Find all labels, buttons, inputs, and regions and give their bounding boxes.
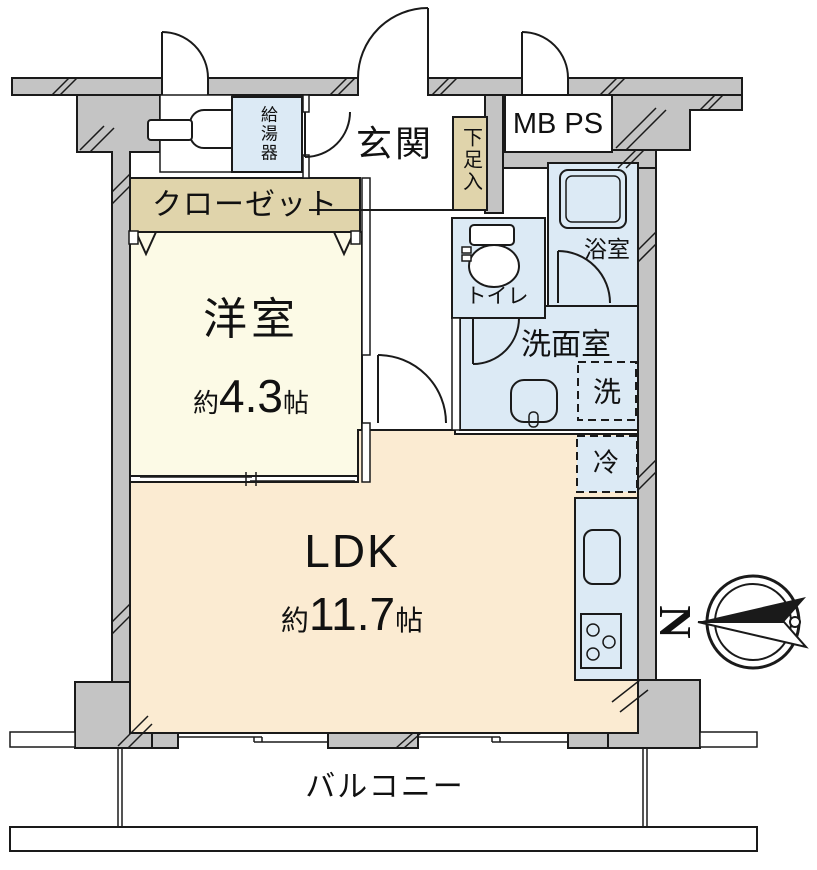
room-bathroom	[547, 162, 639, 307]
door-washroom	[472, 317, 520, 365]
label-western-room-size: 約4.3帖	[193, 369, 309, 422]
closet-fold-marks	[128, 230, 361, 257]
western-room-slider	[140, 472, 355, 486]
balcony-window-right	[417, 733, 569, 748]
refrigerator-space-box	[576, 435, 638, 493]
room-ldk	[129, 429, 639, 734]
label-compass-north: N	[650, 605, 702, 639]
door-western-room	[377, 354, 447, 424]
label-washroom: 洗面室	[521, 328, 611, 362]
door-entrance-hall	[304, 111, 351, 158]
balcony-railing	[9, 826, 758, 852]
wall-hatching	[51, 77, 724, 749]
bathtub-icon	[559, 169, 627, 229]
meter-box	[504, 94, 613, 153]
label-shoe-cabinet: 下足入	[459, 127, 482, 193]
door-arcs	[161, 7, 611, 424]
kitchen-counter	[574, 497, 639, 681]
kitchen-sink-icon	[583, 529, 621, 585]
label-meter-pipe-space: MB PS	[512, 107, 604, 140]
shoe-cabinet-box	[452, 116, 488, 211]
label-washer-space: 洗	[592, 376, 622, 408]
door-bathroom	[557, 250, 611, 304]
label-water-heater: 給湯器	[257, 105, 277, 163]
compass-needle-north	[698, 597, 806, 622]
label-entrance: 玄関	[355, 123, 435, 165]
interior-walls	[302, 94, 461, 483]
compass	[697, 574, 809, 670]
stove-icon	[580, 613, 622, 669]
label-western-room: 洋室	[203, 294, 299, 344]
washer-space-box	[577, 361, 637, 421]
compass-pivot	[789, 616, 801, 628]
label-ldk-size: 約11.7帖	[280, 587, 424, 640]
door-common-left	[161, 31, 209, 79]
label-refrigerator-space: 冷	[592, 447, 620, 478]
label-ldk: LDK	[304, 524, 400, 577]
label-bathroom: 浴室	[584, 235, 630, 262]
washbasin-icon	[510, 379, 558, 428]
label-closet: クローゼット	[152, 188, 338, 222]
compass-needle-south	[697, 621, 809, 649]
label-toilet: トイレ	[465, 284, 529, 308]
closet-box	[129, 177, 361, 233]
balcony-window-left	[177, 733, 329, 748]
balcony	[9, 731, 758, 852]
room-water-heater	[231, 96, 303, 173]
label-balcony: バルコニー	[305, 770, 465, 804]
door-common-right	[521, 31, 569, 79]
toilet-icon	[461, 224, 520, 288]
door-entrance-main	[357, 7, 429, 79]
room-western	[129, 231, 363, 477]
